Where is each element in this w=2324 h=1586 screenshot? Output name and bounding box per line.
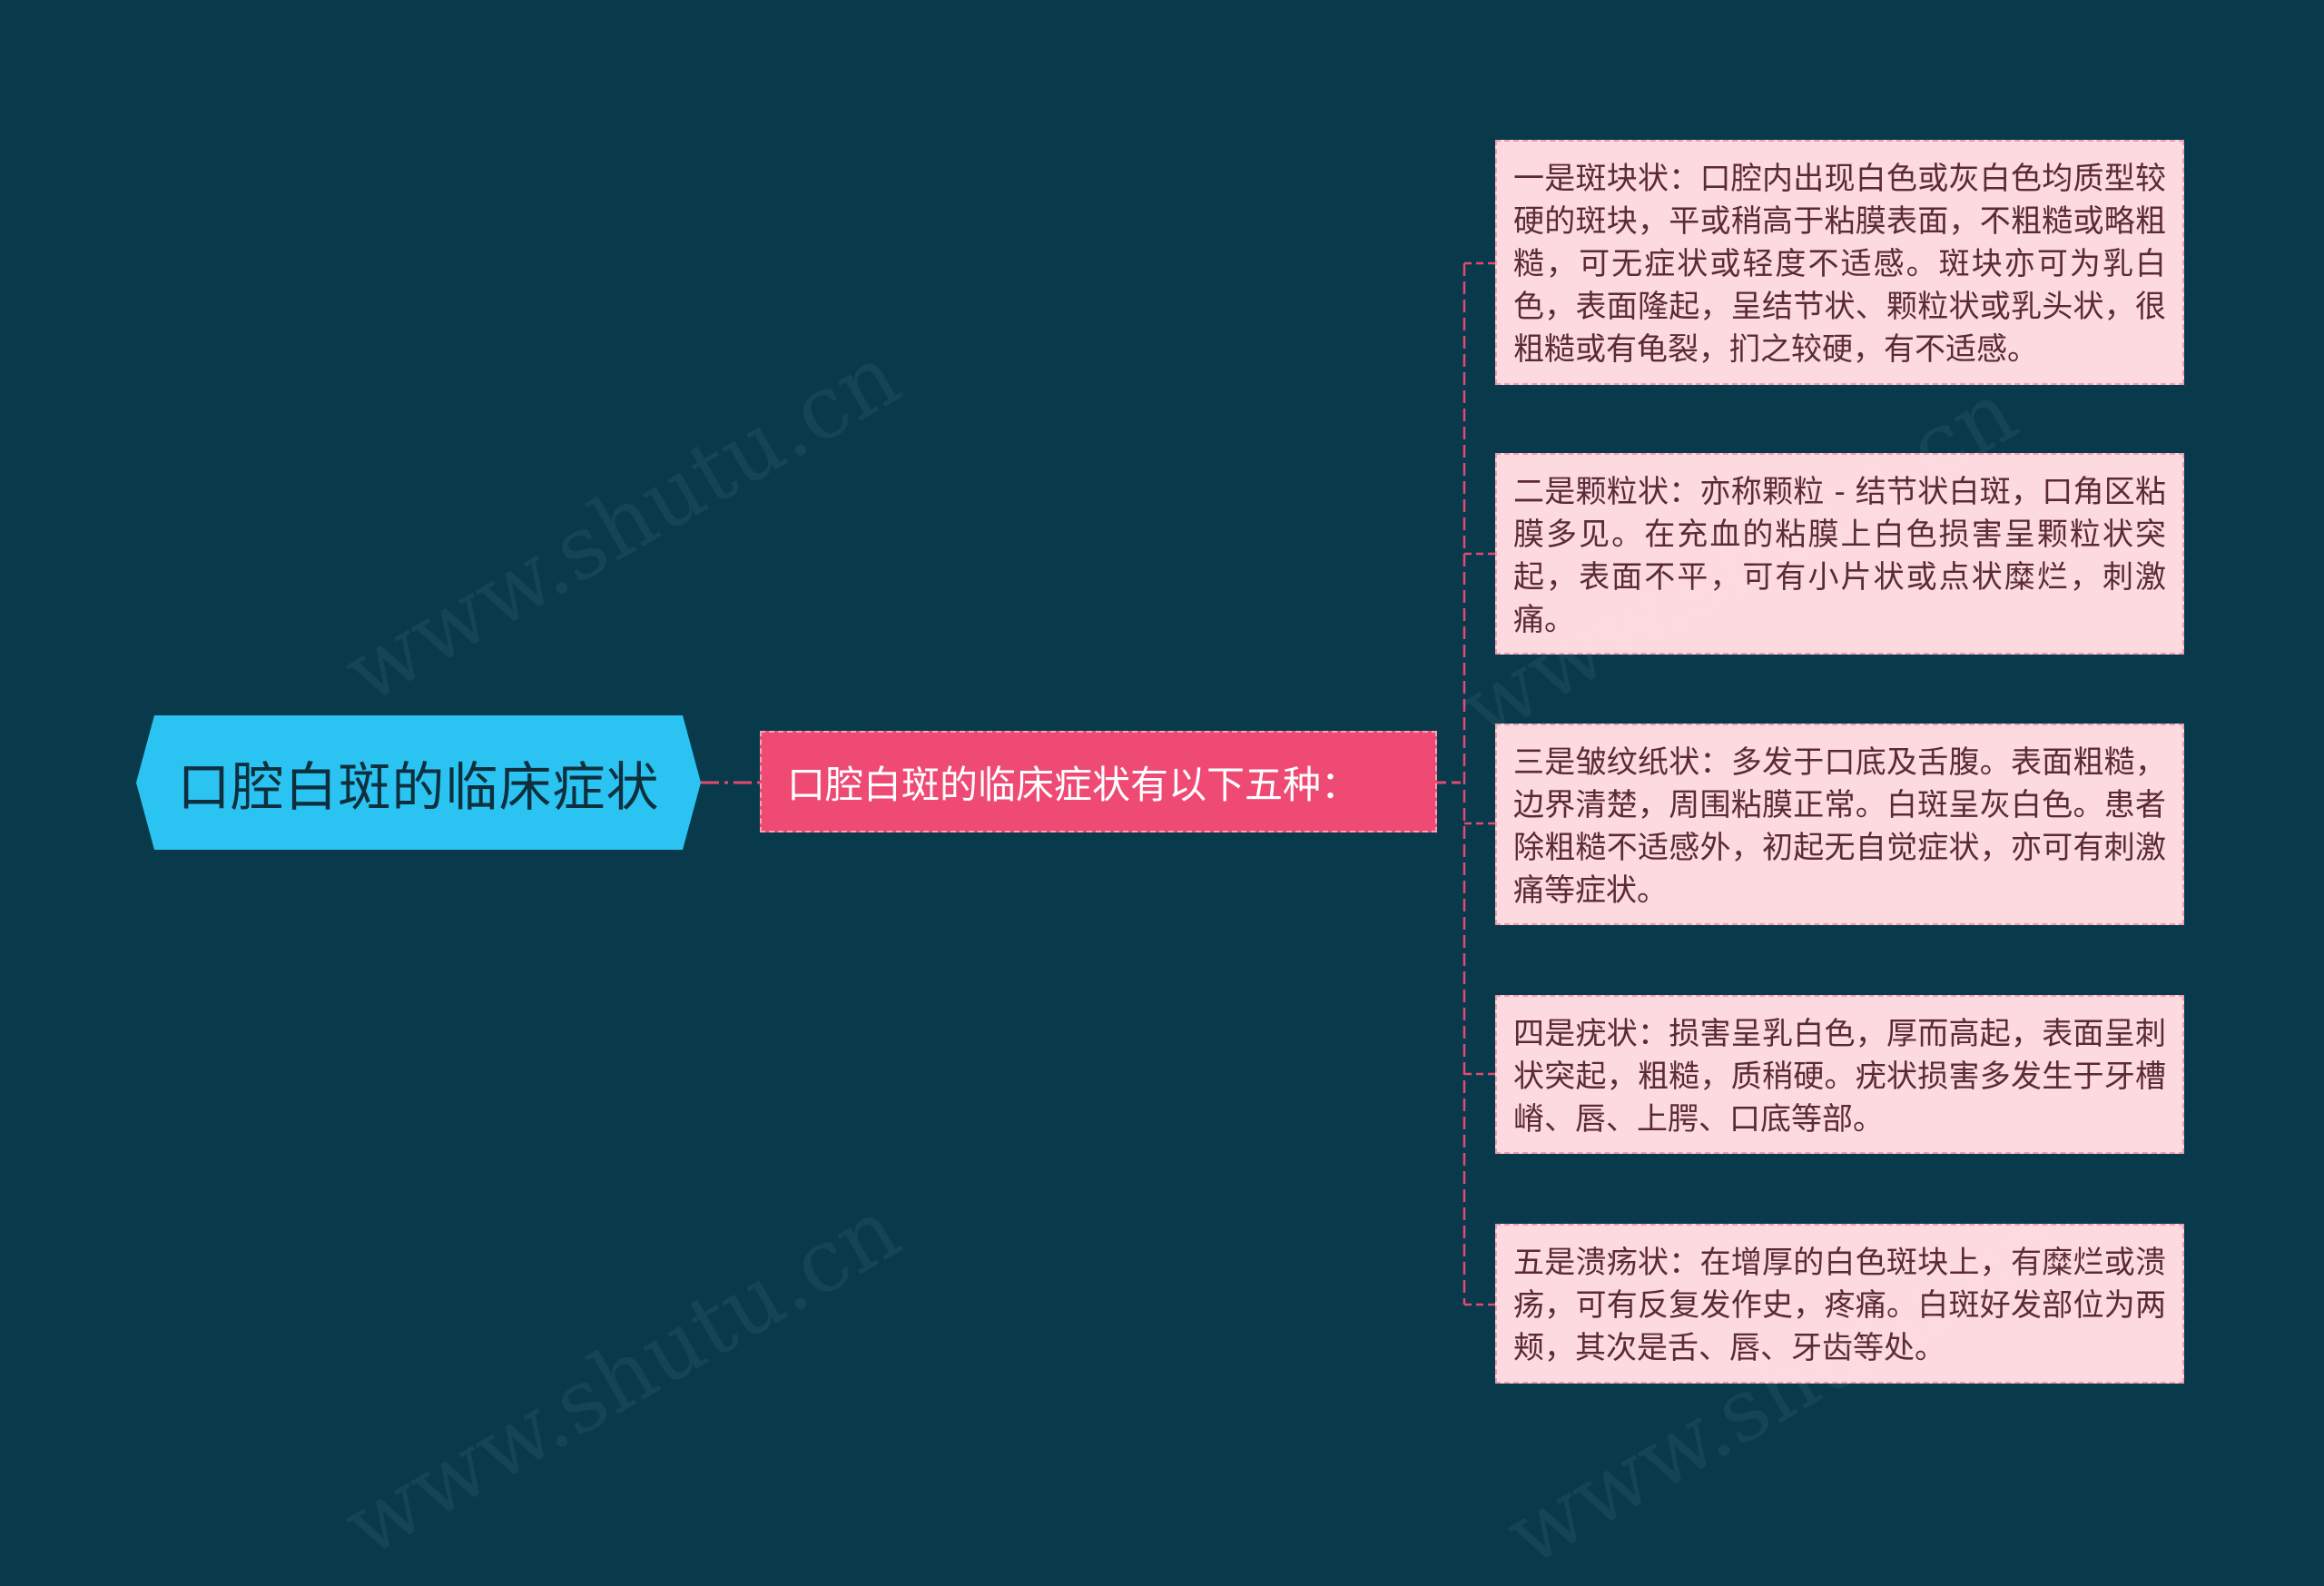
mindmap-canvas: 口腔白斑的临床症状 口腔白斑的临床症状有以下五种： 一是斑块状：口腔内出现白色或… <box>136 140 2184 1586</box>
root-node[interactable]: 口腔白斑的临床症状 <box>136 715 701 850</box>
leaf-node-2[interactable]: 二是颗粒状：亦称颗粒 - 结节状白斑，口角区粘膜多见。在充血的粘膜上白色损害呈颗… <box>1495 453 2184 655</box>
leaf-node-text: 二是颗粒状：亦称颗粒 - 结节状白斑，口角区粘膜多见。在充血的粘膜上白色损害呈颗… <box>1513 474 2166 638</box>
leaf-node-text: 一是斑块状：口腔内出现白色或灰白色均质型较硬的斑块，平或稍高于粘膜表面，不粗糙或… <box>1513 161 2166 368</box>
leaf-node-1[interactable]: 一是斑块状：口腔内出现白色或灰白色均质型较硬的斑块，平或稍高于粘膜表面，不粗糙或… <box>1495 140 2184 385</box>
leaf-node-text: 五是溃疡状：在增厚的白色斑块上，有糜烂或溃疡，可有反复发作史，疼痛。白斑好发部位… <box>1513 1245 2166 1366</box>
root-node-label: 口腔白斑的临床症状 <box>177 756 660 818</box>
leaf-node-text: 三是皱纹纸状：多发于口底及舌腹。表面粗糙，边界清楚，周围粘膜正常。白斑呈灰白色。… <box>1513 744 2166 909</box>
leaf-node-5[interactable]: 五是溃疡状：在增厚的白色斑块上，有糜烂或溃疡，可有反复发作史，疼痛。白斑好发部位… <box>1495 1224 2184 1384</box>
leaf-node-4[interactable]: 四是疣状：损害呈乳白色，厚而高起，表面呈刺状突起，粗糙，质稍硬。疣状损害多发生于… <box>1495 995 2184 1154</box>
branch-node-label: 口腔白斑的临床症状有以下五种： <box>787 762 1360 807</box>
leaf-node-3[interactable]: 三是皱纹纸状：多发于口底及舌腹。表面粗糙，边界清楚，周围粘膜正常。白斑呈灰白色。… <box>1495 724 2184 925</box>
connectors <box>701 261 1495 1306</box>
leaf-node-text: 四是疣状：损害呈乳白色，厚而高起，表面呈刺状突起，粗糙，质稍硬。疣状损害多发生于… <box>1513 1016 2166 1138</box>
branch-node[interactable]: 口腔白斑的临床症状有以下五种： <box>760 731 1437 832</box>
